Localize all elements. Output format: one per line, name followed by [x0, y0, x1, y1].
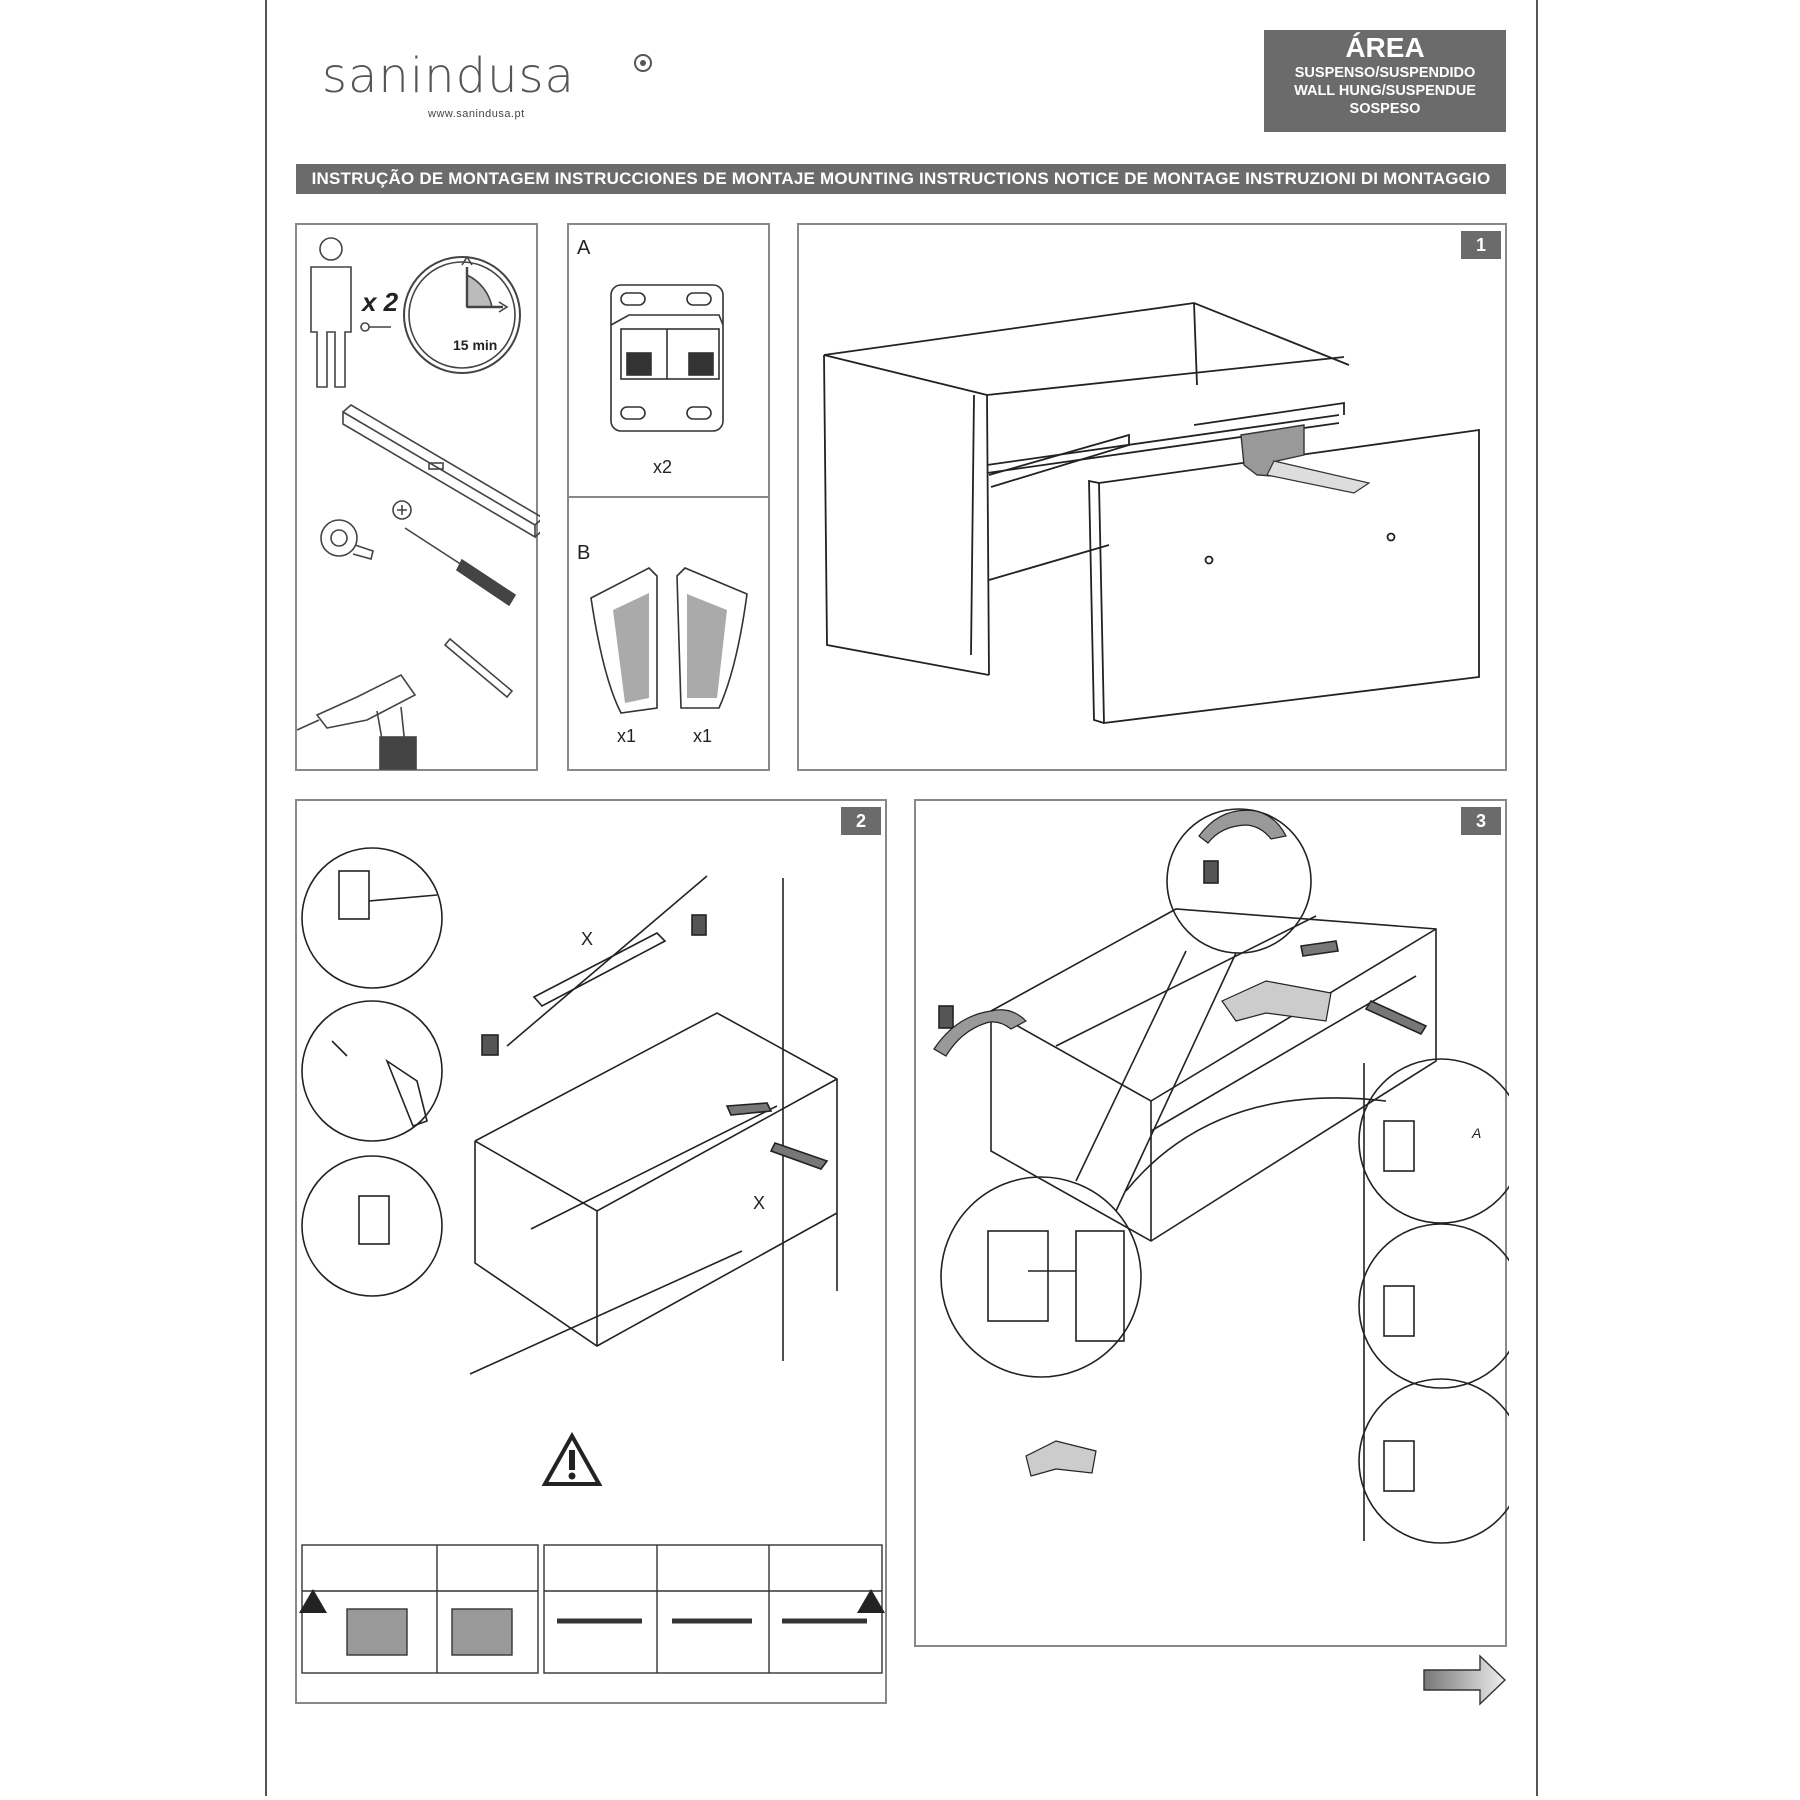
brand-logo: sanindusa — [322, 48, 575, 104]
push-arrow-icon — [1025, 980, 1332, 1477]
wall-mounting-drawing — [299, 847, 885, 1674]
part-a-label: A — [577, 237, 591, 259]
area-title: ÁREA — [1345, 32, 1425, 63]
cabinet-hanging-drawing — [933, 808, 1509, 1544]
area-line-3: SOSPESO — [1349, 101, 1421, 117]
part-b-qty-right: x1 — [693, 726, 713, 746]
cover-caps-drawing — [590, 567, 748, 714]
clock-icon — [403, 255, 521, 374]
spirit-level-icon — [342, 404, 540, 539]
part-b-qty-left: x1 — [617, 726, 637, 746]
part-a-qty: x2 — [653, 457, 673, 477]
tools-panel: x 2 15 min — [295, 223, 540, 771]
screwdriver-icon — [392, 500, 517, 607]
warning-icon — [541, 1431, 603, 1486]
measure-x-top: X — [581, 929, 594, 949]
wall-bracket-drawing — [610, 284, 724, 432]
instruction-sheet — [265, 0, 1538, 1796]
area-line-1: SUSPENSO/SUSPENDIDO — [1294, 65, 1476, 81]
step-2-panel: 2 — [295, 799, 887, 1704]
brand-mark-icon — [634, 54, 652, 72]
rotate-arrow-icon — [933, 809, 1287, 1057]
tape-measure-icon — [320, 519, 374, 560]
step-1-panel: 1 — [797, 223, 1507, 771]
tools-illustration — [297, 237, 540, 770]
step-3-badge: 3 — [1461, 807, 1501, 835]
wall-anchor-table — [301, 1544, 883, 1674]
product-area-box: ÁREA SUSPENSO/SUSPENDIDO WALL HUNG/SUSPE… — [1264, 30, 1506, 132]
part-b-label: B — [577, 542, 591, 564]
pencil-icon — [443, 637, 514, 699]
measure-x-bottom: X — [753, 1193, 766, 1213]
detail-a-label: A — [1472, 1125, 1482, 1141]
drill-icon — [297, 673, 417, 770]
step-3-panel: 3 — [914, 799, 1509, 1647]
instructions-title-bar: INSTRUÇÃO DE MONTAGEM INSTRUCCIONES DE M… — [296, 164, 1506, 194]
step-2-badge: 2 — [841, 807, 881, 835]
pull-arrow-icon — [1240, 424, 1371, 494]
step-1-badge: 1 — [1461, 231, 1501, 259]
parts-panel-b: B x1 x1 — [567, 496, 770, 771]
time-estimate: 15 min — [453, 337, 498, 353]
person-icon — [310, 237, 352, 388]
warning-icon — [299, 1589, 885, 1613]
parts-panel-a: A x2 — [567, 223, 770, 498]
person-count: x 2 — [362, 287, 399, 317]
brand-url: www.sanindusa.pt — [428, 108, 525, 120]
area-line-2: WALL HUNG/SUSPENDUE — [1294, 83, 1476, 99]
cabinet-drawer-removal-drawing — [823, 302, 1480, 725]
